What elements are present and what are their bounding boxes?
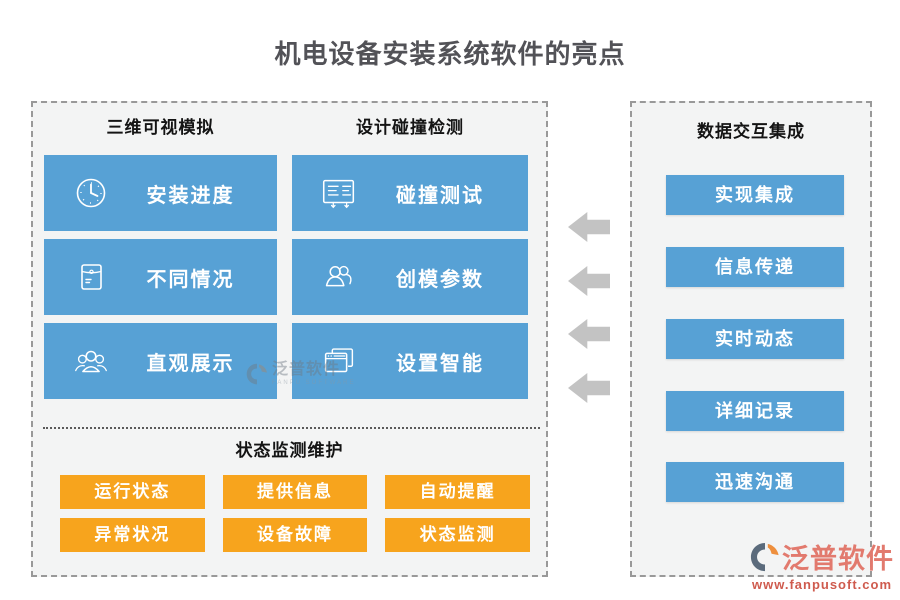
maintenance-button: 运行状态 [60, 475, 205, 509]
feature-item-label: 创模参数 [396, 268, 484, 291]
maintenance-button: 设备故障 [222, 518, 368, 552]
clock-icon [70, 173, 112, 213]
feature-item: 创模参数 [292, 239, 528, 315]
brand-website: www.fanpusoft.com [751, 577, 893, 592]
column-header-collision-detection: 设计碰撞检测 [356, 118, 464, 137]
feature-item: 碰撞测试 [292, 155, 528, 231]
maintenance-button: 状态监测 [385, 518, 530, 552]
brand-name: 泛普软件 [782, 544, 894, 574]
integration-button: 实现集成 [666, 175, 844, 215]
right-panel: 数据交互集成 实现集成 信息传递 实时动态 详细记录 迅速沟通 [630, 101, 872, 577]
data-integration-header: 数据交互集成 [697, 122, 805, 141]
fanpu-logo-icon [750, 542, 780, 572]
feature-item: 设置智能 [292, 323, 528, 399]
feature-item-label: 设置智能 [396, 352, 484, 375]
left-arrow-icon [568, 319, 610, 349]
feature-item-label: 安装进度 [146, 184, 235, 207]
two-people-icon [318, 257, 360, 297]
windows-icon [318, 341, 360, 381]
feature-item-label: 碰撞测试 [396, 184, 484, 207]
maintenance-header: 状态监测维护 [235, 441, 344, 460]
column-header-3d-simulation: 三维可视模拟 [106, 118, 215, 137]
maintenance-button: 异常状况 [60, 518, 205, 552]
dotted-divider [43, 427, 540, 429]
integration-button: 详细记录 [666, 391, 844, 431]
maintenance-button: 自动提醒 [385, 475, 530, 509]
left-arrow-icon [568, 266, 610, 296]
left-arrow-icon [568, 212, 610, 242]
integration-button: 迅速沟通 [666, 462, 844, 502]
board-icon [318, 173, 360, 213]
page-title: 机电设备安装系统软件的亮点 [274, 39, 626, 69]
feature-item: 直观展示 [44, 323, 277, 399]
integration-button: 信息传递 [666, 247, 844, 287]
fanpu-branding: 泛普软件 www.fanpusoft.com [750, 537, 894, 592]
feature-item: 不同情况 [44, 239, 277, 315]
integration-button: 实时动态 [666, 319, 844, 359]
maintenance-button: 提供信息 [222, 475, 368, 509]
left-panel: 三维可视模拟 设计碰撞检测 安装进度 [31, 101, 548, 577]
envelope-icon [70, 257, 112, 297]
maintenance-button-grid: 运行状态 提供信息 自动提醒 异常状况 设备故障 状态监测 [60, 475, 530, 552]
left-arrow-icon [568, 373, 610, 403]
feature-item-label: 不同情况 [146, 268, 235, 291]
feature-item-label: 直观展示 [146, 352, 235, 375]
people-group-icon [70, 341, 112, 381]
feature-item: 安装进度 [44, 155, 277, 231]
